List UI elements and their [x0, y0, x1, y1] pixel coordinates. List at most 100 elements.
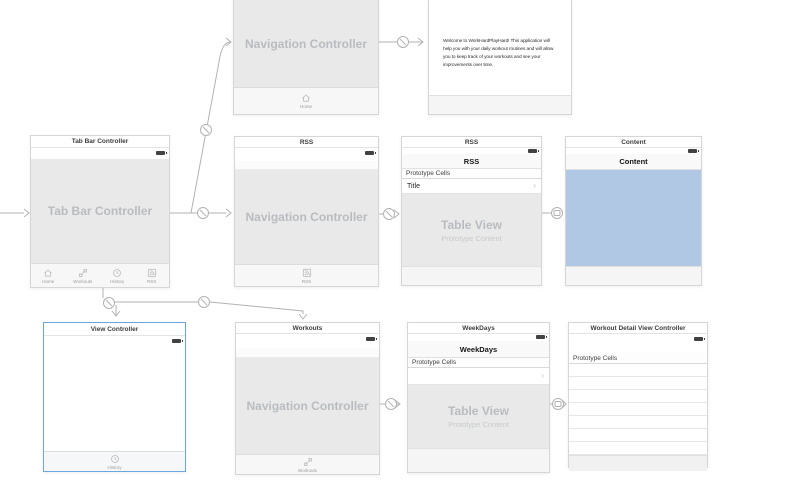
segue-icon[interactable] — [385, 398, 397, 410]
table-view-label: Table View — [441, 217, 502, 232]
segue-tab-to-history[interactable] — [102, 288, 121, 317]
initial-arrow[interactable] — [0, 208, 30, 218]
workout-detail-view-controller[interactable]: Workout Detail View Controller Prototype… — [568, 322, 708, 471]
section-header: Prototype Cells — [402, 169, 541, 179]
nav-bar-title: RSS — [402, 154, 541, 169]
nav-bar-title: WeekDays — [408, 341, 549, 358]
nav-workouts-footer-label: Workouts — [298, 467, 317, 473]
table-view-label: Table View — [448, 404, 509, 418]
tab-item-rss[interactable]: RSS — [135, 264, 170, 287]
web-view[interactable] — [566, 170, 701, 266]
doc-label: Workout Detail View Controller — [569, 323, 707, 334]
battery-icon — [536, 335, 547, 339]
section-header: Prototype Cells — [408, 358, 549, 368]
table-row[interactable] — [569, 377, 707, 390]
doc-label: Tab Bar Controller — [31, 136, 169, 148]
table-row[interactable] — [569, 429, 707, 442]
navigation-controller-canvas-label: Navigation Controller — [236, 358, 379, 454]
table-row[interactable] — [569, 442, 707, 455]
doc-label: RSS — [235, 137, 378, 148]
tab-item-workouts[interactable]: Workouts — [66, 264, 101, 287]
segue-tab-to-rss-nav[interactable] — [170, 208, 232, 218]
navigation-controller-canvas-label: Navigation Controller — [235, 170, 378, 264]
battery-icon — [365, 151, 376, 155]
workouts-icon — [78, 268, 87, 277]
segue-homenav-to-home[interactable] — [379, 37, 424, 47]
segue-icon[interactable] — [198, 296, 210, 308]
segue-icon[interactable] — [200, 124, 212, 136]
table-footer — [569, 455, 707, 471]
status-bar — [31, 148, 169, 159]
home-icon — [302, 94, 310, 102]
segue-icon[interactable] — [397, 36, 409, 48]
tab-bar-controller-canvas-label: Tab Bar Controller — [31, 159, 169, 263]
table-row[interactable] — [569, 364, 707, 377]
segue-rssnav-to-rsstable[interactable] — [379, 209, 400, 219]
prototype-cell-title[interactable]: Title › — [402, 179, 541, 194]
history-view-controller[interactable]: View Controller History — [43, 322, 186, 472]
status-bar — [236, 334, 379, 348]
home-view-footer — [429, 95, 571, 114]
content-footer — [566, 266, 701, 285]
battery-icon — [366, 337, 377, 341]
navigation-controller-rss[interactable]: RSS Navigation Controller RSS — [234, 136, 379, 287]
table-row[interactable] — [569, 390, 707, 403]
cell-title: Title — [407, 182, 420, 190]
tab-label: Home — [42, 278, 55, 284]
table-view-placeholder: Table View Prototype Content — [402, 194, 541, 266]
navigation-controller-workouts[interactable]: Workouts Navigation Controller Workouts — [235, 322, 380, 475]
workout-detail-rows — [569, 364, 707, 455]
tab-label: History — [110, 278, 125, 284]
push-segue-icon[interactable] — [551, 207, 563, 219]
nav-bar — [235, 161, 378, 170]
tab-item-home[interactable]: Home — [31, 264, 66, 287]
segue-workoutsnav-to-weekdays[interactable] — [380, 399, 401, 409]
segue-icon[interactable] — [103, 297, 115, 309]
battery-icon — [528, 149, 539, 153]
rss-table-view-controller[interactable]: RSS RSS Prototype Cells Title › Table Vi… — [401, 136, 542, 286]
nav-workouts-footer: Workouts — [236, 454, 379, 474]
segue-tab-to-home-nav[interactable] — [190, 37, 232, 214]
tab-bar: Home Workouts History — [31, 263, 169, 287]
home-view-body: Welcome to WorkHardPlayHard! This applic… — [429, 0, 571, 95]
nav-rss-footer: RSS — [235, 264, 378, 286]
battery-icon — [156, 151, 167, 155]
segue-weekdays-to-detail[interactable] — [550, 399, 567, 409]
workouts-icon — [303, 457, 312, 466]
prototype-content-label: Prototype Content — [448, 420, 509, 429]
battery-icon — [688, 149, 699, 153]
table-row[interactable] — [569, 416, 707, 429]
nav-home-footer-label: Home — [299, 104, 312, 109]
tab-item-history[interactable]: History — [100, 264, 135, 287]
push-segue-icon[interactable] — [552, 398, 564, 410]
tab-bar-controller[interactable]: Tab Bar Controller Tab Bar Controller Ho… — [30, 135, 170, 288]
tab-label: RSS — [147, 278, 157, 284]
content-view-controller[interactable]: Content Content — [565, 136, 702, 286]
status-bar — [566, 148, 701, 154]
status-bar — [408, 334, 549, 341]
segue-icon[interactable] — [383, 208, 395, 220]
doc-label: WeekDays — [408, 323, 549, 334]
rss-icon — [147, 268, 156, 277]
prototype-cell[interactable]: › — [408, 368, 549, 385]
home-view-controller[interactable]: Welcome to WorkHardPlayHard! This applic… — [428, 0, 572, 115]
navigation-controller-canvas-label: Navigation Controller — [234, 0, 378, 87]
battery-icon — [172, 339, 183, 343]
history-icon — [113, 268, 122, 277]
segue-icon[interactable] — [197, 207, 209, 219]
table-footer — [408, 448, 549, 472]
table-view-placeholder: Table View Prototype Content — [408, 385, 549, 448]
doc-label: Workouts — [236, 323, 379, 334]
history-icon — [110, 454, 119, 463]
status-bar — [402, 148, 541, 154]
nav-home-footer: Home — [234, 87, 378, 114]
nav-bar-title: Content — [566, 154, 701, 170]
table-row[interactable] — [569, 403, 707, 416]
prototype-content-label: Prototype Content — [441, 233, 502, 243]
table-footer — [402, 266, 541, 285]
status-bar — [235, 148, 378, 161]
weekdays-table-view-controller[interactable]: WeekDays WeekDays Prototype Cells › Tabl… — [407, 322, 550, 473]
navigation-controller-home[interactable]: Navigation Controller Home — [233, 0, 379, 115]
segue-tab-to-workouts-nav[interactable] — [114, 301, 308, 320]
